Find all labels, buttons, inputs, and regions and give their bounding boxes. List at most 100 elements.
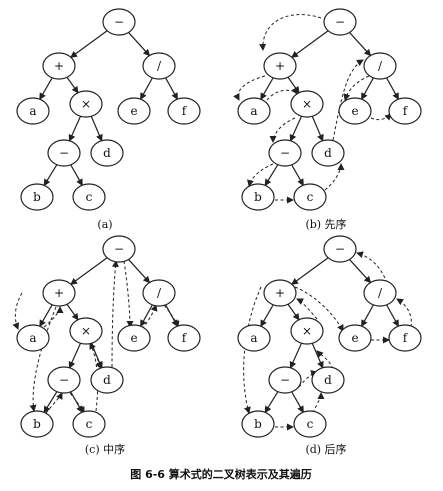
traversal-arrow (259, 14, 322, 51)
tree-edge (68, 342, 82, 369)
traversal-arrow (324, 163, 345, 191)
node-label: b (33, 190, 41, 204)
tree-edge (39, 77, 53, 101)
node-label: − (59, 146, 69, 160)
tree-node (142, 279, 176, 307)
tree-edge (39, 304, 53, 328)
tree-node (323, 235, 357, 263)
traversal-arrow (91, 342, 103, 370)
node-label: f (403, 104, 409, 118)
tree-edge (287, 76, 300, 94)
node-label: f (403, 331, 409, 345)
panel-caption-d: (d) 后序 (305, 442, 346, 456)
tree-edge (70, 257, 108, 285)
node-label: × (302, 97, 312, 111)
tree-edge (291, 391, 304, 414)
tree-node (90, 139, 124, 167)
node-label: f (182, 104, 188, 118)
tree-edge (128, 259, 151, 284)
tree-edge (291, 164, 304, 187)
traversal-arrow (316, 350, 334, 370)
tree-node (20, 410, 54, 438)
node-label: × (81, 97, 91, 111)
tree-edge (128, 32, 151, 57)
node-label: d (103, 146, 111, 160)
tree-node (102, 8, 136, 36)
tree-edge (66, 76, 79, 94)
tree-edge (140, 304, 153, 328)
tree-node (290, 90, 324, 118)
tree-node (388, 97, 422, 125)
tree-node (20, 183, 54, 211)
tree-node (293, 183, 327, 211)
node-label: − (114, 242, 124, 256)
traversal-arrow (356, 251, 388, 284)
node-label: a (250, 104, 257, 118)
tree-node (338, 97, 372, 125)
tree-node (363, 279, 397, 307)
tree-edge (260, 77, 274, 101)
node-label: × (81, 324, 91, 338)
tree-edge (349, 259, 372, 284)
panel-caption-b: (b) 先序 (305, 217, 346, 231)
tree-node (69, 90, 103, 118)
node-label: − (114, 15, 124, 29)
node-label: + (275, 286, 285, 300)
node-label: c (307, 190, 314, 204)
node-label: − (280, 373, 290, 387)
panel-caption-c: (c) 中序 (85, 442, 125, 456)
tree-node (72, 183, 106, 211)
tree-node (16, 97, 50, 125)
node-label: e (351, 104, 358, 118)
tree-edge (70, 164, 83, 187)
tree-edge (43, 164, 58, 187)
tree-edge (289, 115, 303, 142)
traversal-arrow (243, 286, 262, 414)
node-label: − (335, 15, 345, 29)
tree-node (263, 279, 297, 307)
tree-node (42, 279, 76, 307)
tree-edge (361, 77, 374, 101)
tree-node (268, 366, 302, 394)
traversal-arrow (141, 304, 158, 330)
traversal-arrow (296, 298, 318, 320)
tree-edge (289, 342, 303, 369)
traversal-arrow (312, 392, 325, 414)
tree-node (16, 324, 50, 352)
tree-edge (68, 115, 82, 142)
tree-node (311, 139, 345, 167)
node-label: a (29, 331, 36, 345)
tree-edge (165, 77, 178, 101)
node-label: c (86, 417, 93, 431)
traversal-arrow (343, 75, 370, 101)
tree-node (290, 317, 324, 345)
node-label: d (324, 146, 332, 160)
tree-edge (386, 304, 399, 328)
node-label: c (86, 190, 93, 204)
tree-node (102, 235, 136, 263)
tree-node (42, 52, 76, 80)
node-label: + (54, 59, 64, 73)
traversal-arrow (123, 260, 134, 328)
node-label: e (351, 331, 358, 345)
tree-node (268, 139, 302, 167)
traversal-arrow (45, 392, 63, 414)
traversal-arrow (233, 75, 266, 101)
tree-node (90, 366, 124, 394)
tree-node (311, 366, 345, 394)
node-label: f (182, 331, 188, 345)
node-label: a (29, 104, 36, 118)
tree-node (241, 183, 275, 211)
node-label: a (250, 331, 257, 345)
tree-edge (70, 30, 108, 58)
tree-edge (70, 391, 83, 414)
node-label: − (335, 242, 345, 256)
tree-node (237, 97, 271, 125)
tree-edge (311, 116, 324, 142)
node-label: + (54, 286, 64, 300)
traversal-arrow (294, 286, 344, 332)
tree-node (69, 317, 103, 345)
node-label: − (280, 146, 290, 160)
